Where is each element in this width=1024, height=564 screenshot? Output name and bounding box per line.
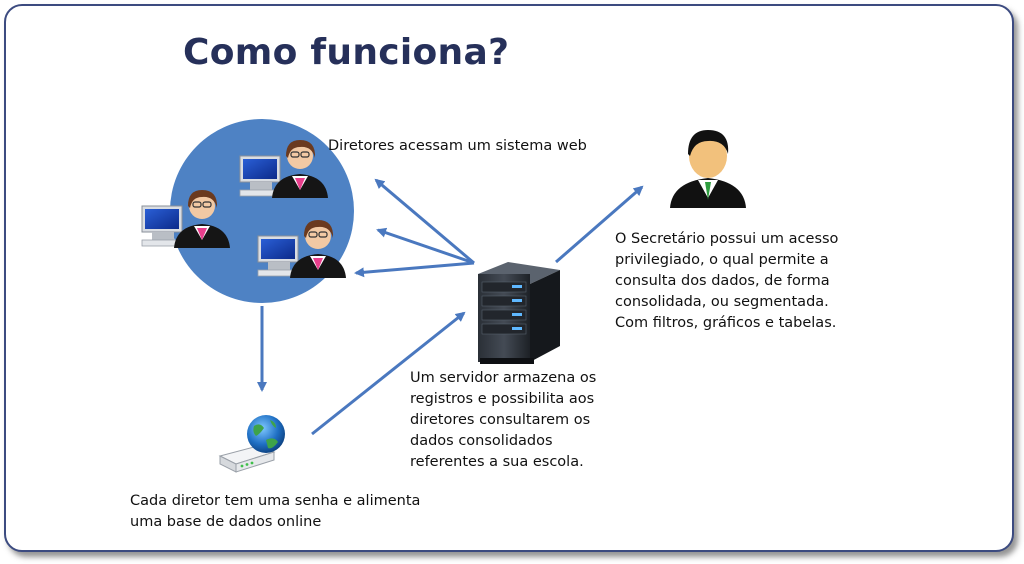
secretary-caption: O Secretário possui um acesso privilegia… [615,229,875,334]
directors-caption: Diretores acessam um sistema web [328,138,587,154]
server-caption-line: registros e possibilita aos [410,391,595,407]
server-caption-line: diretores consultarem os [410,412,591,428]
director-workstation [239,140,328,198]
server-icon [478,262,560,364]
arrow-server-to-directors-low [354,261,475,278]
director-user-icon [174,190,230,248]
director-workstation [141,190,230,248]
director-workstation [257,220,346,278]
server-caption-line: Um servidor armazena os [410,370,597,386]
password-caption: Cada diretor tem uma senha e alimenta um… [130,491,470,533]
arrow-server-to-directors-top [374,178,475,265]
server-caption-line: referentes a sua escola. [410,454,584,470]
director-user-icon [272,140,328,198]
computer-monitor-icon [239,155,285,197]
arrow-server-to-secretary [555,185,644,264]
director-user-icon [290,220,346,278]
secretary-caption-line: privilegiado, o qual permite a [615,252,829,268]
password-caption-line: Cada diretor tem uma senha e alimenta [130,493,421,509]
computer-monitor-icon [257,235,303,277]
secretary-caption-line: consolidada, ou segmentada. [615,294,829,310]
slide-title: Como funciona? [183,32,510,73]
server-caption-line: dados consolidados [410,433,553,449]
secretary-caption-line: consulta dos dados, de forma [615,273,830,289]
secretary-user-icon [670,130,746,208]
computer-monitor-icon [141,205,187,247]
router-globe-icon [218,415,285,473]
secretary-caption-line: O Secretário possui um acesso [615,231,839,247]
arrow-router-to-server [311,311,466,436]
secretary-caption-line: Com filtros, gráficos e tabelas. [615,315,837,331]
password-caption-line: uma base de dados online [130,514,322,530]
arrow-server-to-directors-mid [376,227,475,265]
flow-arrows [257,178,644,436]
server-caption: Um servidor armazena os registros e poss… [410,368,630,473]
